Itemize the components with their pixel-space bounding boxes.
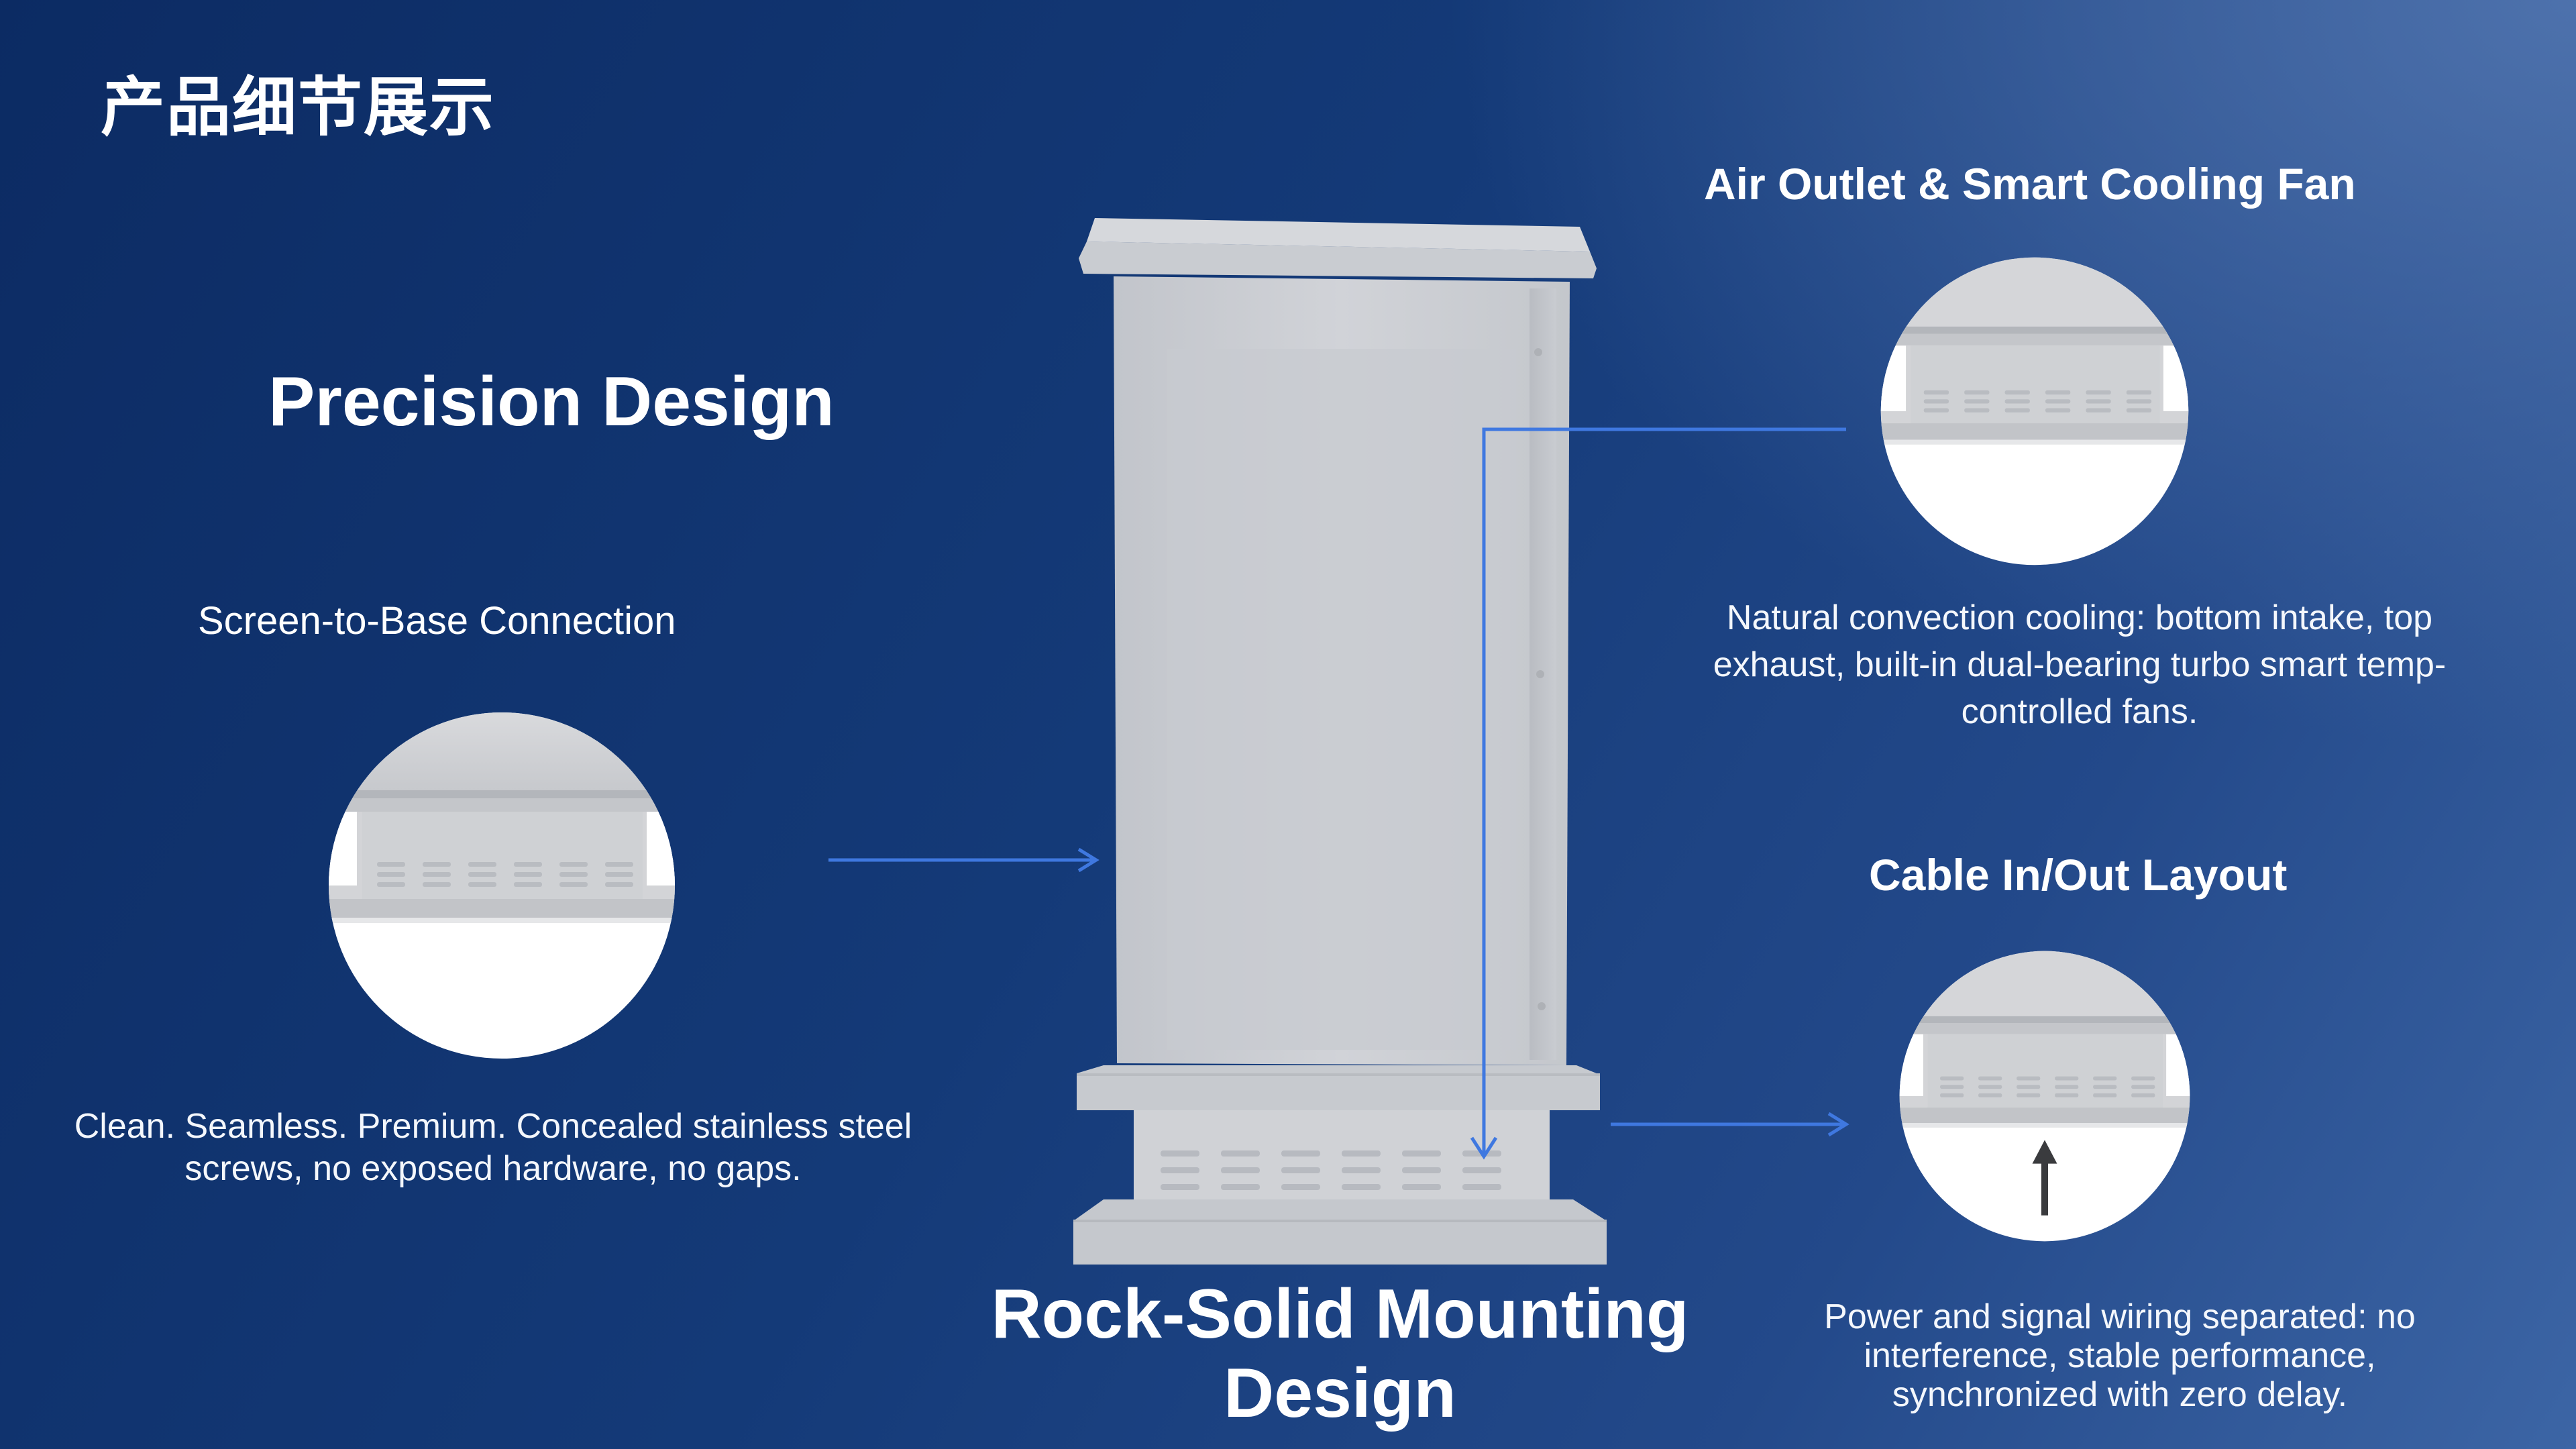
kiosk-product-image — [1073, 218, 1607, 1265]
arrow-right-icon — [1611, 1112, 1849, 1137]
arrow-down-icon — [1470, 427, 1846, 1160]
cable-layout-description: Power and signal wiring separated: no in… — [1824, 1297, 2416, 1414]
page-title: 产品细节展示 — [101, 69, 495, 145]
precision-design-title: Precision Design — [268, 363, 835, 441]
air-outlet-detail-lens — [1880, 256, 2190, 566]
precision-description: Clean. Seamless. Premium. Concealed stai… — [74, 1107, 912, 1188]
screen-to-base-label: Screen-to-Base Connection — [198, 599, 676, 643]
air-outlet-fan-title: Air Outlet & Smart Cooling Fan — [1704, 159, 2356, 209]
cable-layout-title: Cable In/Out Layout — [1869, 850, 2288, 900]
arrow-right-icon — [828, 847, 1099, 873]
cable-detail-lens — [1898, 950, 2191, 1242]
rock-solid-mounting-title: Rock-Solid Mounting Design — [991, 1275, 1689, 1432]
screen-base-detail-lens — [327, 711, 676, 1060]
air-outlet-description: Natural convection cooling: bottom intak… — [1713, 598, 2447, 731]
